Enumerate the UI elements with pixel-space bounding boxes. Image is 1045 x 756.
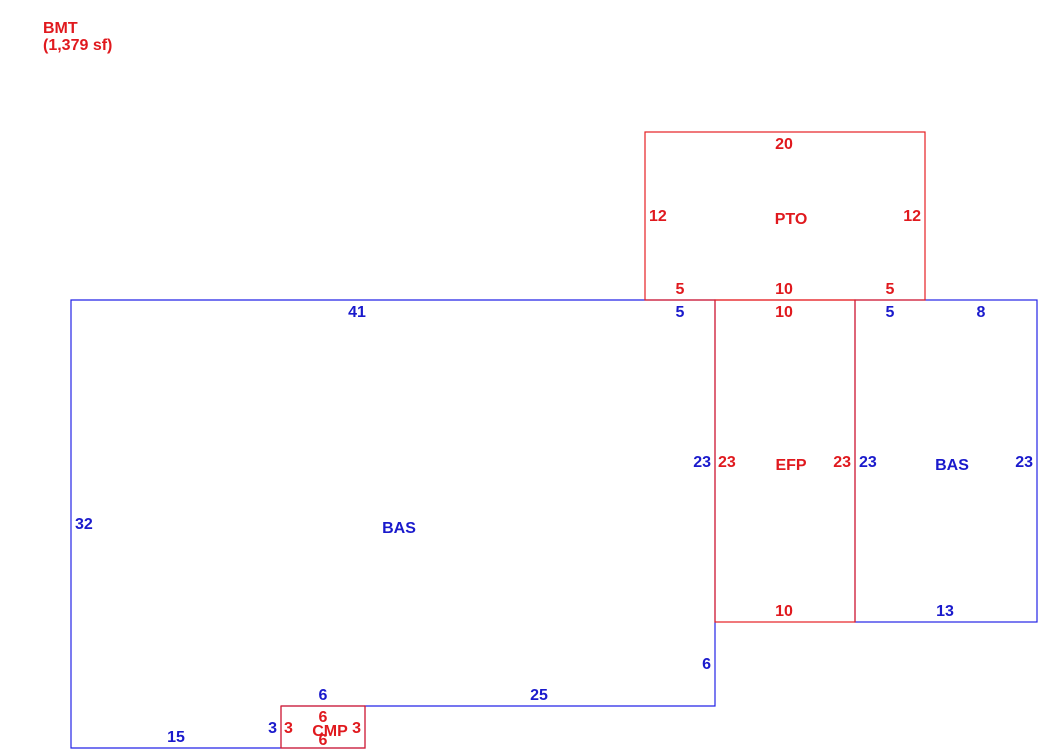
bas-main-dim-right-lower: 6 bbox=[702, 656, 711, 673]
cmp-dim-bottom: 6 bbox=[319, 732, 328, 749]
bas-main-dim-step: 6 bbox=[319, 687, 328, 704]
pto-outline bbox=[644, 131, 926, 301]
efp-dim-left: 23 bbox=[718, 454, 736, 471]
pto-label: PTO bbox=[775, 211, 808, 228]
efp-dim-right: 23 bbox=[833, 454, 851, 471]
bas-east-dim-right: 23 bbox=[1015, 454, 1033, 471]
cmp-dim-left: 3 bbox=[284, 720, 293, 737]
bas-main-dim-notch: 3 bbox=[268, 720, 277, 737]
efp-dim-bottom: 10 bbox=[775, 603, 793, 620]
bas-main-dim-top-right: 5 bbox=[676, 304, 685, 321]
bas-main-dim-top-left: 41 bbox=[348, 304, 366, 321]
bas-east-label: BAS bbox=[935, 457, 969, 474]
bas-east-dim-top-right: 8 bbox=[977, 304, 986, 321]
bas-east-dim-bottom: 13 bbox=[936, 603, 954, 620]
pto-dim-bottom-right: 5 bbox=[886, 281, 895, 298]
pto-dim-right: 12 bbox=[903, 208, 921, 225]
cmp-label: CMP bbox=[312, 723, 348, 740]
bas-main-dim-left: 32 bbox=[75, 516, 93, 533]
cmp-dim-top: 6 bbox=[319, 709, 328, 726]
bas-main-label: BAS bbox=[382, 520, 416, 537]
pto-dim-bottom-mid: 10 bbox=[775, 281, 793, 298]
pto-dim-left: 12 bbox=[649, 208, 667, 225]
level-label: BMT bbox=[43, 20, 78, 37]
bas-east-dim-top-left: 5 bbox=[886, 304, 895, 321]
bas-east-dim-left: 23 bbox=[859, 454, 877, 471]
cmp-dim-right: 3 bbox=[352, 720, 361, 737]
bas-main-dim-bottom-left: 15 bbox=[167, 729, 185, 746]
bas-main-dim-bottom-mid: 25 bbox=[530, 687, 548, 704]
efp-dim-top: 10 bbox=[775, 304, 793, 321]
bas-main-dim-right-upper: 23 bbox=[693, 454, 711, 471]
pto-dim-top: 20 bbox=[775, 136, 793, 153]
area-total-label: (1,379 sf) bbox=[43, 37, 112, 54]
cmp-outline bbox=[280, 705, 366, 749]
efp-label: EFP bbox=[775, 457, 806, 474]
pto-dim-bottom-left: 5 bbox=[676, 281, 685, 298]
